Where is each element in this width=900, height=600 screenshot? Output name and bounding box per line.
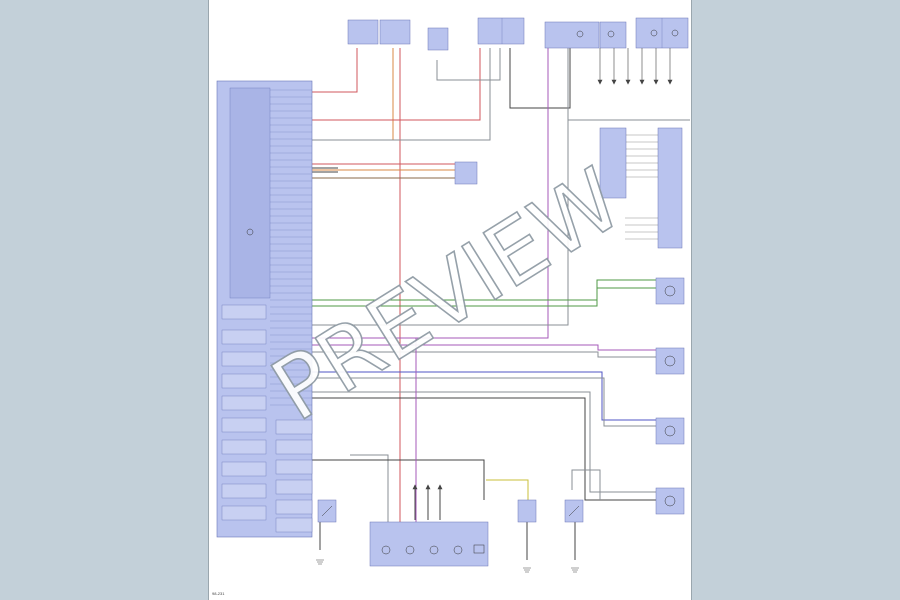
brake-switch-box [477, 17, 525, 45]
wire-black-bottom [312, 459, 485, 500]
sensor-symbol-icon [671, 29, 679, 37]
wire-gray-brake [312, 48, 491, 141]
fuse-box-left [347, 19, 379, 45]
bottom-arrows [412, 484, 443, 490]
wire-yellow-bottom [486, 479, 529, 500]
abs-control-module [216, 80, 313, 538]
wheel-speed-sensors [655, 277, 685, 515]
wire-gray-switch [436, 48, 501, 81]
bottom-grounds [316, 559, 579, 573]
module-ground-icon [246, 228, 254, 236]
wire-purple-ws [312, 344, 656, 351]
sensor-symbol-icon [576, 30, 584, 38]
wire-black-ws4 [312, 397, 656, 501]
sensor-symbol-icon [607, 30, 615, 38]
instrument-cluster [599, 127, 683, 249]
lamp-icon [381, 545, 391, 555]
ground-arrows-top [597, 48, 673, 85]
wheel-sensor-icon [664, 425, 676, 437]
module-subblocks [221, 304, 313, 533]
stop-lamp-switch [317, 499, 337, 523]
yaw-sensor-box [635, 17, 689, 49]
wire-orange-ign [312, 48, 394, 141]
steering-angle-sensor [427, 27, 449, 51]
wire-green-ws [312, 279, 656, 301]
hdc-relay [454, 161, 478, 185]
sensor-symbol-icon [650, 29, 658, 37]
wire-gray-switch3 [571, 469, 601, 500]
wheel-sensor-icon [664, 355, 676, 367]
parking-brake-switch [564, 499, 584, 523]
buzzer-icon [473, 544, 485, 554]
wire-gray-ws [312, 351, 656, 358]
wire-black-sensor1 [509, 30, 571, 109]
wire-gray-bottom [350, 454, 389, 525]
wire-red-brake [312, 48, 481, 121]
fuse-box-right [379, 19, 411, 45]
wheel-sensor-icon [664, 285, 676, 297]
wire-purple-main [312, 30, 549, 339]
wire-gray-sensor-right [312, 30, 569, 326]
wheel-sensor-icon [664, 495, 676, 507]
lamp-icon [429, 545, 439, 555]
brake-pressure-group [369, 521, 489, 567]
wire-gray-ws3 [312, 377, 656, 427]
lamp-icon [405, 545, 415, 555]
wire-blue-ws [312, 371, 656, 421]
wires [312, 30, 690, 560]
lamp-icon [453, 545, 463, 555]
wire-green-ws2 [312, 287, 656, 307]
module-pin-strips [270, 89, 312, 406]
wire-red-power [312, 48, 358, 93]
wire-gray-ws4 [312, 391, 656, 493]
page-number: 98-231 [212, 591, 225, 596]
speed-sensor-pair [544, 21, 627, 49]
brake-fluid-switch [517, 499, 537, 523]
